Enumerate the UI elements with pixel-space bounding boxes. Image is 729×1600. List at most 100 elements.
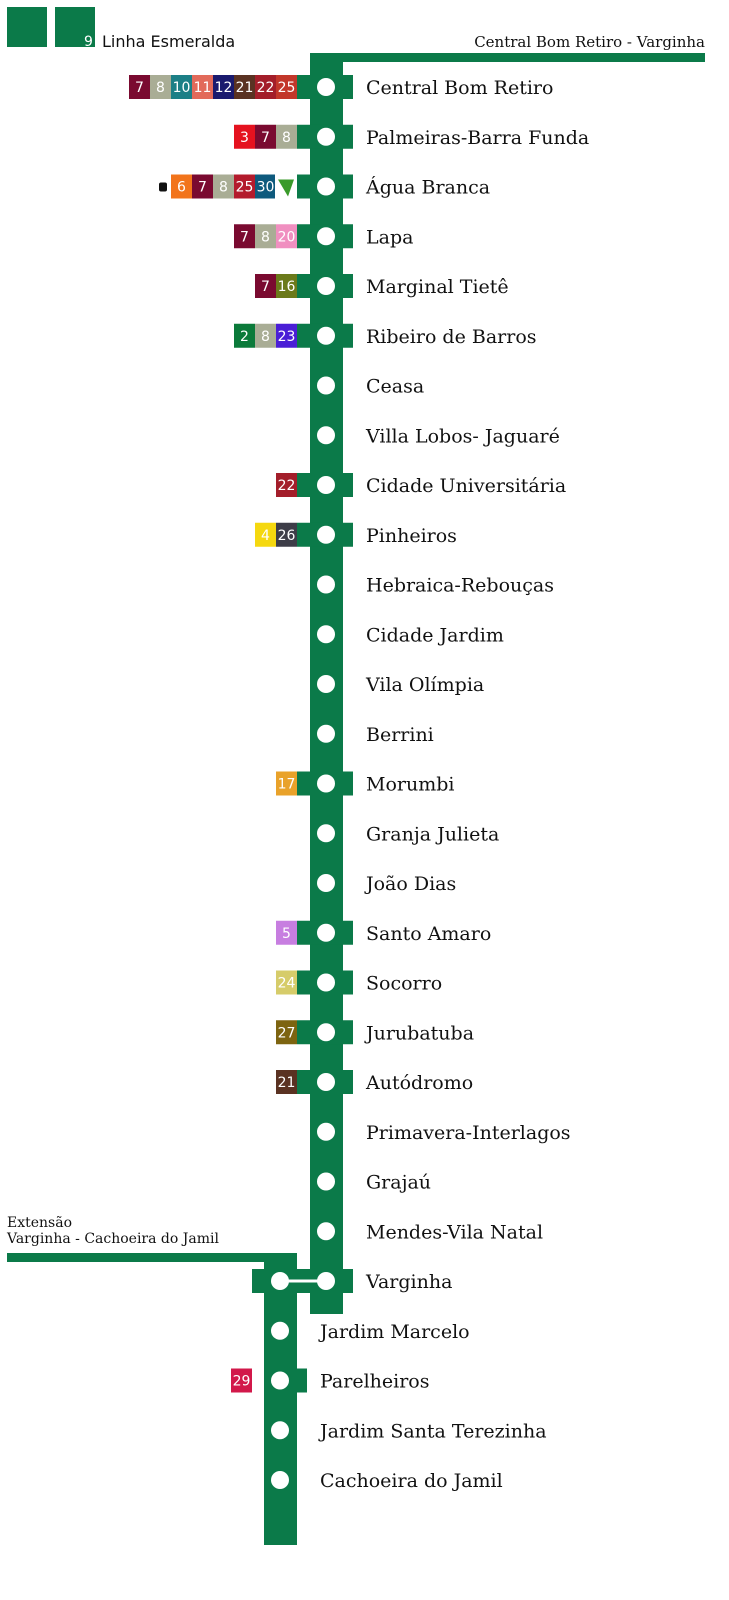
station-name: Jardim Marcelo: [318, 1321, 470, 1343]
extension-route-bar: [7, 1253, 297, 1262]
connection-number: 17: [278, 777, 296, 793]
station-dot: [317, 1023, 335, 1042]
station-dot: [317, 177, 335, 196]
top-route-bar: [310, 53, 705, 62]
connection-number: 7: [198, 180, 207, 196]
connection-badge: [276, 75, 297, 99]
connection-number: 5: [282, 926, 291, 942]
station-name: Morumbi: [366, 774, 454, 796]
connection-number: 8: [156, 80, 165, 96]
connection-number: 8: [219, 180, 228, 196]
station-dot: [317, 127, 335, 146]
station-name: Jardim Santa Terezinha: [318, 1420, 547, 1442]
station-dot: [317, 923, 335, 942]
connection-badge: [231, 1368, 252, 1393]
connection-badge: [276, 970, 297, 995]
connection-badge: [276, 522, 297, 547]
connection-badge: [234, 174, 255, 199]
connection-badge: [276, 771, 297, 796]
station-name: Socorro: [366, 973, 442, 995]
header-square-1: [7, 7, 47, 47]
station-name: Lapa: [366, 226, 413, 248]
station-dot: [317, 376, 335, 395]
station-name: Hebraica-Rebouças: [366, 575, 554, 597]
connection-badge: [276, 124, 297, 149]
connection-badge: [255, 323, 276, 348]
station-dot: [317, 476, 335, 494]
connection-badge: [213, 174, 234, 199]
connection-number: 8: [282, 130, 291, 146]
station-dot: [317, 1222, 335, 1241]
connection-badge: [276, 323, 297, 348]
station-dot: [317, 1122, 335, 1141]
station-name: Ceasa: [366, 376, 424, 398]
station-name: Berrini: [366, 724, 434, 746]
station-name: Cidade Jardim: [366, 624, 504, 646]
connection-badge: [234, 124, 255, 149]
connection-number: 20: [278, 229, 296, 245]
connection-badge: [276, 473, 297, 497]
station-name: Palmeiras-Barra Funda: [366, 127, 589, 149]
station-dot: [317, 874, 335, 892]
station-dot: [317, 1073, 335, 1091]
connection-badge: [234, 224, 255, 249]
station-name: Mendes-Vila Natal: [366, 1221, 543, 1243]
connection-number: 24: [278, 976, 296, 992]
station-name: Granja Julieta: [366, 823, 499, 845]
station-dot: [317, 426, 335, 445]
station-dot: [271, 1321, 289, 1340]
connection-badge: [171, 174, 192, 199]
connection-badge: [234, 75, 255, 99]
station-name: Primavera-Interlagos: [366, 1122, 571, 1144]
connection-number: 2: [240, 329, 249, 345]
connection-number: 22: [257, 80, 275, 96]
station-name: Pinheiros: [366, 525, 457, 547]
connection-number: 21: [236, 80, 254, 96]
station-name: João Dias: [364, 873, 456, 895]
connection-number: 11: [194, 80, 212, 96]
connection-badge: [150, 75, 171, 99]
connection-badge: [255, 224, 276, 249]
station-name: Vila Olímpia: [365, 674, 484, 696]
bus-icon: [159, 182, 167, 192]
connection-badge: [192, 75, 213, 99]
station-dot: [317, 227, 335, 246]
station-dot: [317, 326, 335, 345]
station-name: Autódromo: [365, 1072, 473, 1094]
connection-badge: [276, 224, 297, 249]
connection-number: 25: [278, 80, 296, 96]
connection-number: 27: [278, 1025, 296, 1041]
station-dot: [317, 1272, 335, 1290]
connection-number: 25: [236, 180, 254, 196]
station-dot: [317, 774, 335, 793]
connection-number: 3: [240, 130, 249, 146]
connection-badge: [276, 274, 297, 298]
station-dot: [317, 78, 335, 96]
connection-number: 8: [261, 229, 270, 245]
connection-badge: [276, 1070, 297, 1094]
connection-number: 7: [261, 279, 270, 295]
station-dot: [317, 675, 335, 693]
station-name: Parelheiros: [320, 1371, 430, 1393]
connection-number: 21: [278, 1075, 296, 1091]
connection-number: 30: [257, 180, 275, 196]
station-dot: [317, 277, 335, 295]
station-dot: [317, 824, 335, 843]
station-dot: [271, 1272, 289, 1290]
station-name: Cachoeira do Jamil: [320, 1470, 503, 1492]
connection-badge: [276, 920, 297, 945]
connection-number: 22: [278, 478, 296, 494]
station-name: Marginal Tietê: [366, 276, 509, 298]
connection-badge: [255, 522, 276, 547]
connection-badge: [234, 323, 255, 348]
connection-badge: [255, 274, 276, 298]
extension-route: Varginha - Cachoeira do Jamil: [6, 1231, 219, 1247]
connection-badge: [276, 1020, 297, 1045]
line-number: 9: [84, 34, 93, 50]
station-name: Varginha: [365, 1271, 452, 1293]
connection-number: 4: [261, 528, 270, 544]
station-dot: [317, 525, 335, 544]
connection-number: 10: [173, 80, 191, 96]
station-name: Ribeiro de Barros: [366, 326, 537, 348]
